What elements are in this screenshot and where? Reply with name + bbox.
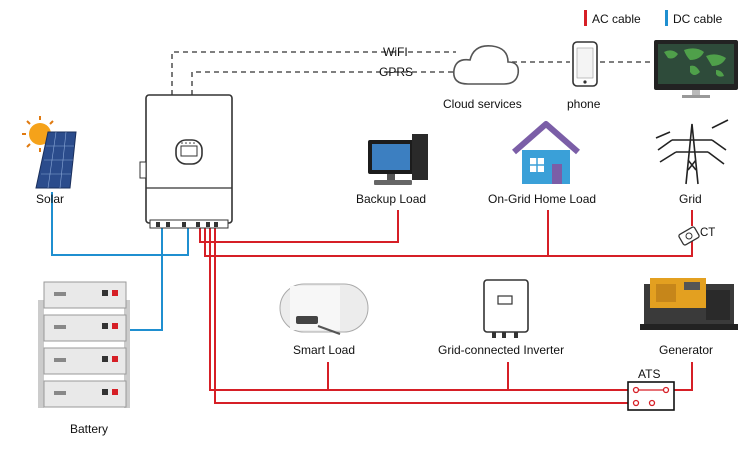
generator-icon (640, 278, 738, 330)
ac-cable-grid (204, 228, 693, 257)
dc-legend-swatch (665, 10, 668, 26)
cloud-icon (452, 44, 520, 85)
home-label: On-Grid Home Load (488, 192, 596, 206)
ac-cable-backup (199, 210, 399, 243)
phone-label: phone (567, 97, 601, 111)
ac-cable-generator (674, 362, 693, 391)
solar-label: Solar (36, 192, 64, 206)
world-map-monitor-icon (654, 40, 738, 98)
ac-legend-swatch (584, 10, 587, 26)
ac-cable-ats-return (214, 228, 628, 404)
cloud-label: Cloud services (443, 97, 522, 111)
cables (51, 192, 693, 404)
ats-label: ATS (638, 367, 660, 381)
solar-panel-icon (22, 116, 77, 189)
battery-label: Battery (70, 422, 108, 436)
ac-legend-label: AC cable (592, 12, 641, 26)
dc-cable-battery (120, 228, 163, 331)
communication-links (171, 51, 652, 95)
backup-label: Backup Load (356, 192, 426, 206)
dc-cable-solar (51, 192, 189, 256)
current-transformer-icon (678, 226, 700, 246)
hybrid-inverter-icon (139, 94, 233, 229)
house-icon (512, 121, 580, 184)
grid-label: Grid (679, 192, 702, 206)
wifi-label: WiFI (383, 45, 408, 59)
power-tower-icon (655, 119, 729, 185)
legend: AC cable DC cable (584, 10, 723, 26)
smart-load-label: Smart Load (293, 343, 355, 357)
string-inverter-icon (483, 279, 529, 338)
ats-switch-icon (627, 381, 675, 411)
gprs-link (191, 71, 456, 95)
battery-rack-icon (38, 281, 130, 408)
dc-legend-label: DC cable (673, 12, 723, 26)
wifi-link (171, 51, 456, 95)
ac-cable-gen-bus (209, 228, 628, 391)
gprs-label: GPRS (379, 65, 413, 79)
phone-icon (572, 41, 598, 87)
generator-label: Generator (659, 343, 713, 357)
water-heater-icon (279, 283, 369, 335)
desktop-computer-icon (368, 134, 428, 185)
ct-label: CT (700, 227, 715, 239)
grid-inverter-label: Grid-connected Inverter (438, 343, 564, 357)
